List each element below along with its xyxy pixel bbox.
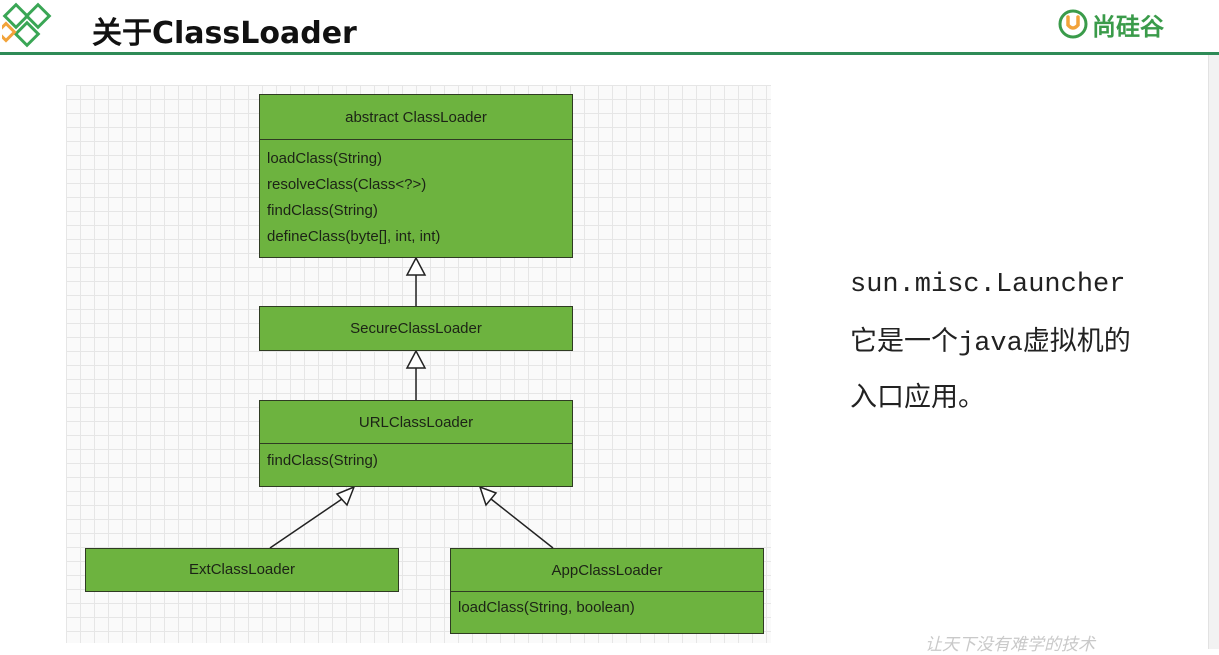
method-list: findClass(String) (260, 443, 572, 485)
brand-name: 尚硅谷 (1092, 12, 1164, 41)
description-prefix: 它是一个 (850, 326, 958, 356)
method-list: loadClass(String) resolveClass(Class<?>)… (260, 139, 572, 257)
method-find-class: findClass(String) (267, 202, 378, 219)
method-define-class: defineClass(byte[], int, int) (267, 228, 441, 245)
method-load-class: loadClass(String, boolean) (458, 599, 635, 616)
class-name: SecureClassLoader (350, 319, 482, 337)
launcher-description: sun.misc.Launcher 它是一个java虚拟机的 入口应用。 (850, 262, 1131, 430)
class-box-secure-classloader: SecureClassLoader (259, 306, 573, 351)
description-java: java (958, 329, 1023, 359)
description-suffix: 虚拟机的 (1022, 326, 1131, 356)
description-line: 它是一个java虚拟机的 (850, 318, 1131, 374)
class-box-ext-classloader: ExtClassLoader (85, 548, 399, 592)
header-divider (0, 52, 1219, 55)
watermark-text: 让天下没有难学的技术 (925, 635, 1095, 655)
diamond-logo-icon (2, 2, 52, 48)
class-box-url-classloader: URLClassLoader findClass(String) (259, 400, 573, 487)
class-name: abstract ClassLoader (345, 108, 487, 126)
class-name: ExtClassLoader (189, 561, 295, 578)
method-resolve-class: resolveClass(Class<?>) (267, 176, 427, 193)
class-box-app-classloader: AppClassLoader loadClass(String, boolean… (450, 548, 764, 634)
class-name: URLClassLoader (358, 413, 474, 431)
scrollbar[interactable] (1208, 55, 1219, 649)
brand-logo: 尚硅谷 (1058, 7, 1164, 41)
slide-header: 关于ClassLoader 尚硅谷 (0, 0, 1219, 54)
page-title: 关于ClassLoader (92, 16, 357, 51)
method-list: loadClass(String, boolean) (451, 591, 763, 632)
description-line-end: 入口应用。 (850, 382, 985, 412)
class-box-abstract-classloader: abstract ClassLoader loadClass(String) r… (259, 94, 573, 258)
class-name: AppClassLoader (551, 561, 663, 579)
brand-u-icon (1058, 9, 1088, 39)
method-find-class: findClass(String) (267, 452, 378, 469)
method-load-class: loadClass(String) (267, 150, 383, 167)
launcher-class-name: sun.misc.Launcher (850, 270, 1126, 300)
